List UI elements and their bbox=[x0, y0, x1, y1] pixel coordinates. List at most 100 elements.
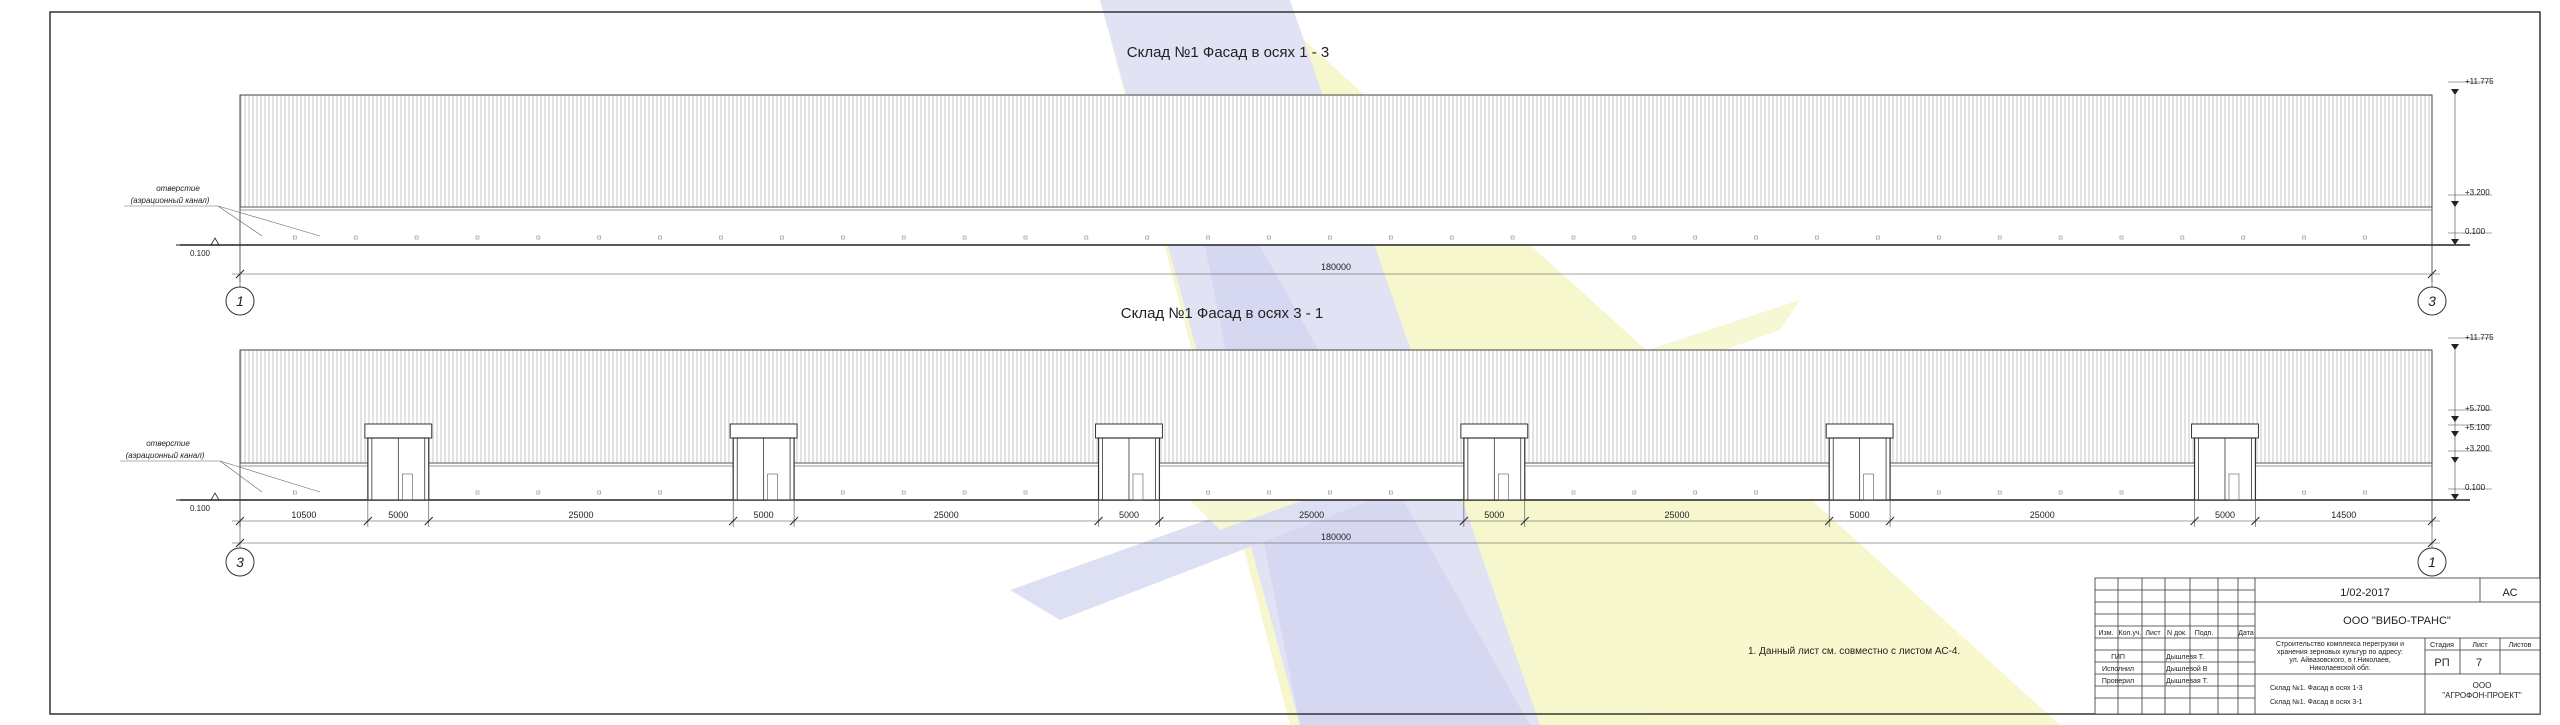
bottom-axis-right: 1 bbox=[2428, 554, 2436, 570]
vent-opening bbox=[719, 235, 723, 240]
project-line-3: ул. Айвазовского, в г.Николаев, bbox=[2289, 656, 2390, 664]
stage-label: Стадия bbox=[2430, 642, 2454, 649]
bottom-elev-plinth: +3.200 bbox=[2465, 444, 2490, 453]
bottom-facade-plinth bbox=[239, 462, 2433, 501]
vent-opening bbox=[1267, 490, 1271, 495]
top-axis-bubble-left bbox=[225, 286, 255, 316]
tb-name-isp: Дышлевой В bbox=[2166, 665, 2208, 673]
segment-dim-label: 10500 bbox=[291, 510, 316, 520]
org-line-2: "АГРОФОН-ПРОЕКТ" bbox=[2442, 691, 2522, 700]
bottom-elev-canopy-bottom: +5.100 bbox=[2465, 423, 2490, 432]
doc-mark: АС bbox=[2502, 587, 2517, 599]
dim-tick bbox=[1824, 516, 1834, 526]
vent-opening bbox=[1693, 490, 1698, 495]
stage-value: РП bbox=[2434, 657, 2449, 669]
dim-tick bbox=[728, 516, 738, 526]
vent-opening bbox=[536, 235, 541, 240]
vent-opening bbox=[1997, 235, 2002, 240]
vent-opening bbox=[658, 490, 662, 495]
company-name: ООО "ВИБО-ТРАНС" bbox=[2343, 615, 2451, 627]
vent-opening bbox=[962, 235, 967, 240]
segment-dim-label: 5000 bbox=[1484, 510, 1504, 520]
segment-dim-label: 25000 bbox=[568, 510, 593, 520]
bottom-axis-bubble-right bbox=[2417, 547, 2447, 577]
vent-opening bbox=[1267, 235, 1271, 240]
gate-4 bbox=[1460, 423, 1529, 501]
tb-col-list: Лист bbox=[2145, 630, 2161, 637]
vent-opening bbox=[2302, 490, 2306, 495]
project-line-4: Николаевской обл. bbox=[2309, 664, 2370, 672]
top-facade-plinth bbox=[239, 206, 2433, 246]
bottom-gates bbox=[364, 423, 2259, 501]
vent-opening bbox=[840, 235, 845, 240]
sheet-frame bbox=[49, 11, 2541, 715]
bottom-elevation-marks: +11.775 +5.700 +5.100 +3.200 0.100 bbox=[2448, 333, 2494, 500]
bottom-vent-openings bbox=[292, 490, 2367, 495]
dim-tick bbox=[789, 516, 799, 526]
vent-opening bbox=[1389, 235, 1393, 240]
top-axis-left: 1 bbox=[236, 293, 244, 309]
vent-opening bbox=[292, 235, 297, 240]
vent-opening bbox=[840, 490, 845, 495]
vent-opening bbox=[901, 490, 906, 495]
bottom-facade-cladding bbox=[239, 349, 2433, 464]
gate-5 bbox=[1825, 423, 1894, 501]
segment-dim-label: 5000 bbox=[1850, 510, 1870, 520]
segment-dim-label: 5000 bbox=[2215, 510, 2235, 520]
sheet-value: 7 bbox=[2476, 657, 2482, 669]
tb-col-podp: Подп. bbox=[2195, 630, 2214, 637]
top-elev-plinth: +3.200 bbox=[2465, 188, 2490, 197]
bottom-axis-bubble-left bbox=[225, 547, 255, 577]
tb-role-gip: ГИП bbox=[2111, 654, 2125, 661]
top-facade-title: Склад №1 Фасад в осях 1 - 3 bbox=[1127, 44, 1329, 61]
vent-opening bbox=[1571, 490, 1576, 495]
vent-opening bbox=[1632, 235, 1637, 240]
dim-tick bbox=[2190, 516, 2199, 526]
vent-opening bbox=[962, 490, 967, 495]
vent-opening bbox=[1937, 490, 1941, 495]
vent-opening bbox=[1389, 490, 1393, 495]
tb-role-isp: Исполнил bbox=[2102, 666, 2134, 673]
top-axis-right: 3 bbox=[2428, 293, 2436, 309]
bottom-overall-dimension bbox=[232, 500, 2440, 548]
vent-opening bbox=[2058, 490, 2063, 495]
vent-opening bbox=[536, 490, 541, 495]
top-left-level: 0.100 bbox=[190, 249, 211, 258]
bottom-hole-leader-2 bbox=[219, 460, 321, 493]
top-hole-note-2: (аэрационный канал) bbox=[131, 196, 210, 205]
dim-tick bbox=[1885, 516, 1895, 526]
segment-dim-label: 5000 bbox=[754, 510, 774, 520]
vent-opening bbox=[901, 235, 906, 240]
vent-opening bbox=[1449, 235, 1454, 240]
tb-col-data: Дата bbox=[2238, 630, 2254, 637]
segment-dim-label: 5000 bbox=[388, 510, 408, 520]
sheet-title-2: Склад №1. Фасад в осях 3-1 bbox=[2270, 699, 2363, 706]
vent-opening bbox=[1510, 235, 1515, 240]
top-overall-dim: 180000 bbox=[1321, 262, 1351, 272]
vent-opening bbox=[2302, 235, 2306, 240]
project-line-2: хранения зерновых культур по адресу: bbox=[2277, 649, 2403, 656]
dim-tick bbox=[424, 516, 434, 526]
vent-opening bbox=[597, 490, 602, 495]
vent-opening bbox=[1997, 490, 2002, 495]
vent-opening bbox=[1206, 490, 1210, 495]
vent-opening bbox=[780, 235, 784, 240]
bottom-hole-leader-1 bbox=[219, 460, 263, 493]
dim-tick bbox=[1155, 516, 1164, 526]
bottom-hole-note-1: отверстие bbox=[146, 439, 190, 448]
vent-opening bbox=[1815, 235, 1819, 240]
gate-2 bbox=[729, 423, 798, 501]
gate-3 bbox=[1095, 423, 1163, 501]
bottom-elev-roof: +11.775 bbox=[2465, 333, 2494, 342]
vent-opening bbox=[1145, 235, 1150, 240]
vent-opening bbox=[1693, 235, 1698, 240]
sheet-label: Лист bbox=[2472, 642, 2488, 649]
bottom-hole-note-2: (аэрационный канал) bbox=[126, 451, 205, 460]
general-note: 1. Данный лист см. совместно с листом АС… bbox=[1748, 646, 1960, 657]
gate-1 bbox=[364, 423, 433, 501]
vent-opening bbox=[2119, 490, 2124, 495]
title-block-text: 1/02-2017 АС ООО "ВИБО-ТРАНС" Изм. Кол.у… bbox=[2099, 587, 2532, 706]
vent-opening bbox=[658, 235, 662, 240]
